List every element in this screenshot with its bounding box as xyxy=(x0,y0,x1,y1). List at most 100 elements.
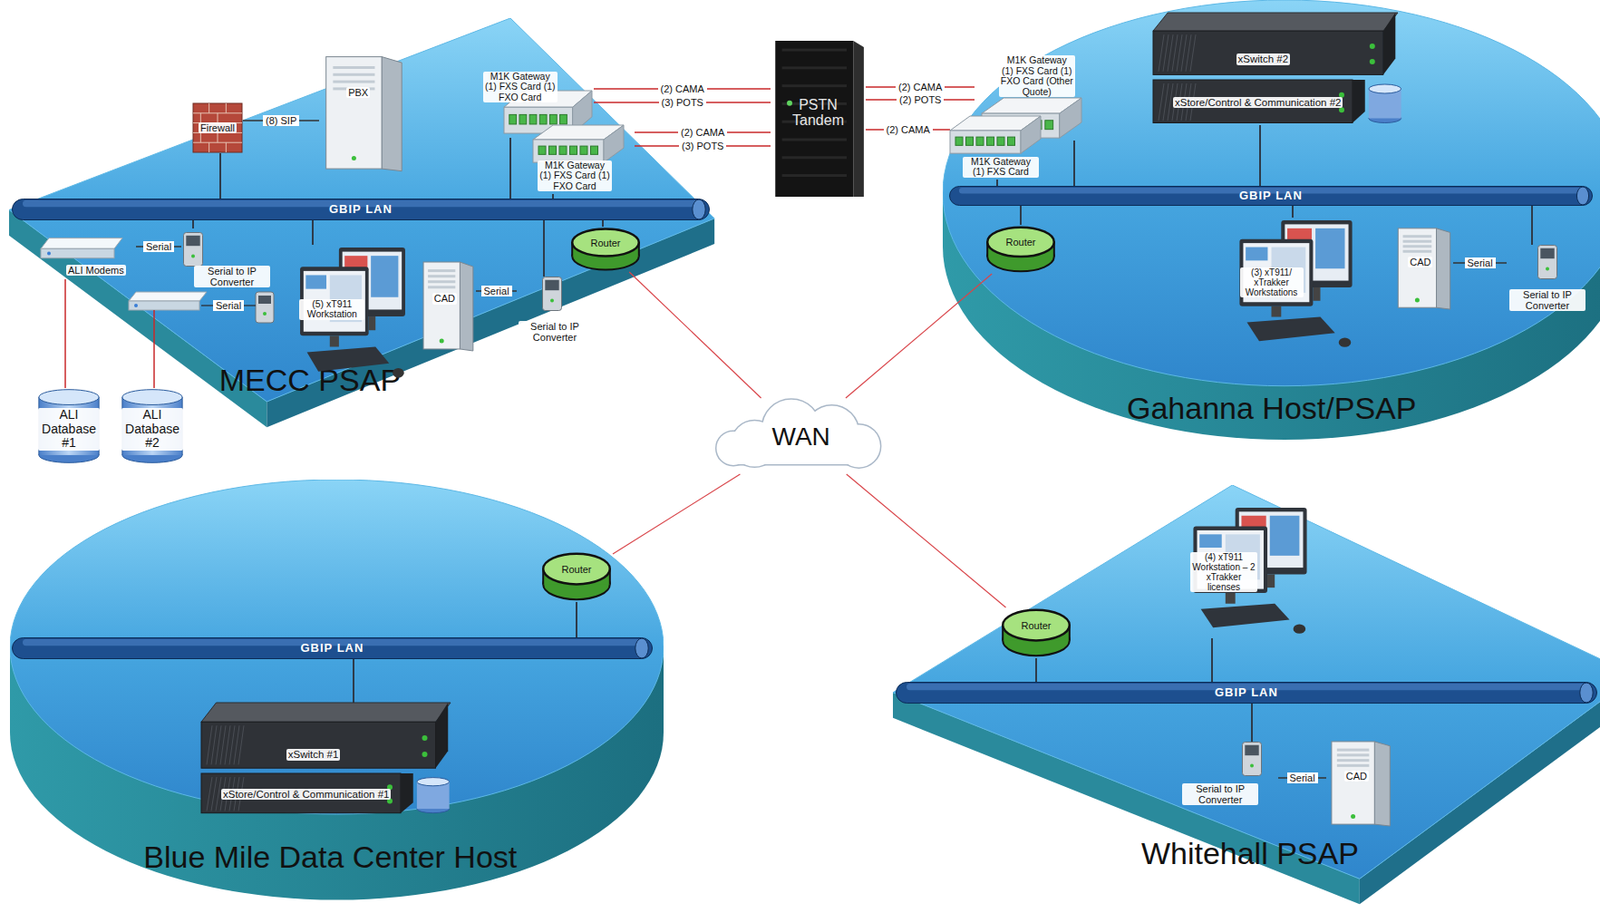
workstation-part xyxy=(305,274,327,289)
gateway-unit-part xyxy=(950,130,1021,154)
connector xyxy=(634,131,771,134)
router-icon-drawing xyxy=(569,226,642,272)
switch-rack-drawing xyxy=(201,702,451,772)
device-label: Router xyxy=(591,237,621,249)
tandem-switch-part xyxy=(782,66,847,69)
connector xyxy=(1453,261,1507,264)
server-tower: PBX xyxy=(319,54,407,173)
firewall-icon-part xyxy=(193,103,243,153)
connector xyxy=(593,101,771,104)
gateway-unit-part xyxy=(509,114,517,125)
switch-rack-icon xyxy=(201,702,451,768)
connector xyxy=(1250,703,1253,742)
switch-rack-part xyxy=(1185,34,1192,72)
gateway-unit-part xyxy=(538,145,546,155)
modem-unit: ALI Modems xyxy=(36,233,136,280)
connector xyxy=(996,179,999,186)
gateway-unit-part xyxy=(549,114,557,125)
tandem-switch-part xyxy=(853,40,864,197)
router-icon-icon xyxy=(543,553,611,600)
server-tower-part xyxy=(1436,228,1451,310)
converter-unit-part xyxy=(1545,267,1550,272)
workstation-icon xyxy=(300,247,406,379)
workstation-part xyxy=(368,316,377,330)
router-icon-drawing xyxy=(540,551,613,602)
gateway-unit-part xyxy=(539,114,547,125)
gateway-unit-part xyxy=(1020,116,1041,154)
workstation-part xyxy=(300,266,369,336)
workstation-part xyxy=(1239,239,1313,307)
modem-unit-icon xyxy=(40,238,123,259)
server-tower-part xyxy=(1415,297,1420,302)
connector xyxy=(1278,776,1327,779)
storage-rack-part xyxy=(201,773,401,814)
device-label: Firewall xyxy=(198,122,237,134)
server-tower-part xyxy=(1337,758,1370,762)
server-tower-part xyxy=(381,57,402,172)
platform-shape xyxy=(9,479,664,901)
converter-unit-part xyxy=(544,280,559,291)
device-label: Serial to IP Converter xyxy=(1182,783,1259,805)
server-tower-part xyxy=(1403,240,1433,243)
wan-cloud-icon xyxy=(716,399,880,468)
switch-rack-part xyxy=(229,725,235,765)
server-tower-part xyxy=(1331,741,1375,825)
firewall-icon-part xyxy=(217,113,219,124)
lan-label: GBIP LAN xyxy=(1214,686,1279,699)
database-cylinder-part xyxy=(38,389,99,406)
database-wire xyxy=(153,310,156,388)
switch-rack-part xyxy=(211,725,217,765)
server-tower-part xyxy=(1337,748,1370,752)
gateway-unit-part xyxy=(570,145,578,155)
connector xyxy=(1291,205,1294,218)
server-tower-drawing xyxy=(1393,226,1454,311)
storage-rack: xStore/Control & Communication #2 xyxy=(1153,79,1403,126)
router-icon: Router xyxy=(569,226,642,272)
workstation-part xyxy=(1315,228,1345,269)
site-name: MECC PSAP xyxy=(219,363,401,398)
firewall-icon-icon xyxy=(193,103,243,153)
storage-rack-part xyxy=(1158,83,1164,121)
lan-bus-icon xyxy=(950,186,1593,206)
connector xyxy=(634,145,771,147)
site-platform: FirewallPBXM1K Gateway (1) FXS Card (1) … xyxy=(9,18,726,445)
router-icon-icon xyxy=(987,227,1055,272)
server-tower-icon xyxy=(1397,228,1450,310)
connector xyxy=(311,220,314,245)
platform-shape xyxy=(942,0,1600,440)
router-icon-part xyxy=(1002,610,1070,641)
database-cylinder-icon xyxy=(38,389,99,464)
connector xyxy=(64,279,67,388)
device-label: (3) xT911/ xTrakker Workstations xyxy=(1240,267,1304,298)
server-tower-part xyxy=(1337,753,1370,757)
gateway-unit-icon xyxy=(533,125,624,163)
connector xyxy=(575,601,578,638)
site-platform: (4) xT911 Workstation – 2 xTrakker licen… xyxy=(892,484,1600,909)
connector xyxy=(593,87,771,90)
lan-label: GBIP LAN xyxy=(300,641,365,655)
second-ali-modem xyxy=(128,291,207,311)
device-label: M1K Gateway (1) FXS Card xyxy=(962,156,1039,178)
storage-rack-part xyxy=(1163,83,1169,121)
device-label: PSTN Tandem xyxy=(782,96,855,129)
workstation-part xyxy=(1199,533,1222,548)
tandem-switch-part xyxy=(782,174,847,177)
converter-unit-part xyxy=(1244,745,1259,756)
firewall-icon-part xyxy=(208,103,210,114)
server-tower-part xyxy=(427,269,456,272)
lan-bus-part xyxy=(12,638,653,660)
switch-rack-part xyxy=(224,725,231,765)
gateway-unit: M1K Gateway (1) FXS Card xyxy=(950,116,1052,180)
converter-unit-icon xyxy=(184,232,204,267)
gateway-unit-part xyxy=(987,136,995,146)
workstation-part xyxy=(1271,306,1282,318)
converter-unit: Serial to IP Converter xyxy=(181,228,272,291)
lan-bus-part xyxy=(12,199,710,221)
connector xyxy=(552,193,554,199)
router-icon-drawing xyxy=(999,607,1073,659)
router-icon: Router xyxy=(540,551,613,602)
server-tower-part xyxy=(439,338,445,343)
workstation-part xyxy=(1247,317,1336,342)
device-label: M1K Gateway (1) FXS Card (1) FXO Card (O… xyxy=(998,55,1076,97)
switch-rack-drawing xyxy=(1153,12,1398,78)
